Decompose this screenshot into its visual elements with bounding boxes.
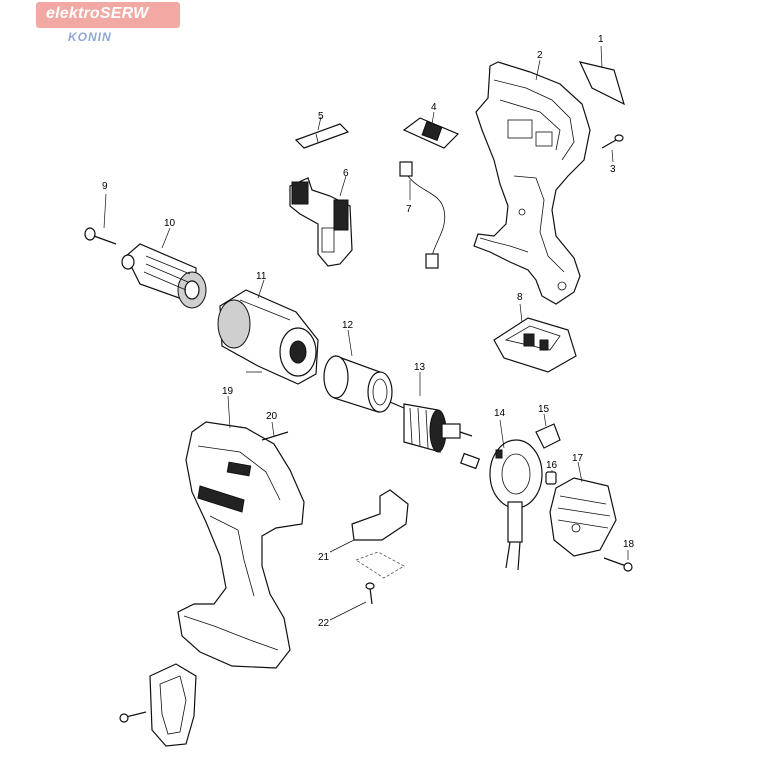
part-label: 11 <box>256 271 267 282</box>
part-label: 2 <box>537 50 543 61</box>
part-label: 22 <box>318 618 330 629</box>
belt-clip <box>119 663 197 747</box>
part-10-drill-chuck <box>121 227 207 309</box>
part-label: 5 <box>318 111 324 122</box>
part-label: 12 <box>342 320 354 331</box>
part-number-labels: 1 2 3 4 5 6 7 8 9 10 11 12 13 14 15 16 1… <box>102 34 635 629</box>
part-label: 10 <box>164 218 176 229</box>
part-16-carbon-brush <box>545 470 557 485</box>
watermark-logo: elektroSERW <box>36 2 180 28</box>
part-label: 21 <box>318 552 330 563</box>
part-18-screw <box>603 550 633 572</box>
part-9-screw <box>84 193 117 245</box>
part-19-housing-left <box>177 395 305 669</box>
part-3-screw <box>601 134 624 163</box>
part-label: 14 <box>494 408 506 419</box>
part-6-switch <box>289 175 353 267</box>
part-label: 7 <box>406 204 412 215</box>
part-label: 18 <box>623 539 635 550</box>
part-clip <box>460 452 480 470</box>
part-12-stator <box>323 329 393 413</box>
part-21-hook <box>329 489 409 579</box>
part-20-pin <box>261 421 289 441</box>
part-2-housing-right <box>473 59 591 305</box>
part-label: 13 <box>414 362 426 373</box>
part-label: 1 <box>598 34 604 45</box>
part-11-gear-assembly <box>217 279 319 385</box>
part-4-switch-cover <box>402 111 460 149</box>
part-label: 17 <box>572 453 584 464</box>
watermark-brand: elektroSERW <box>46 5 149 22</box>
watermark-city: KONIN <box>68 30 112 44</box>
part-14-brush-holder <box>489 419 543 571</box>
part-label: 4 <box>431 102 437 113</box>
part-17-rear-cover <box>549 461 617 557</box>
part-1-label-plate <box>578 45 625 106</box>
part-15-spring <box>535 413 561 449</box>
part-label: 16 <box>546 460 558 471</box>
part-22-screw <box>329 582 375 621</box>
part-label: 20 <box>266 411 278 422</box>
part-13-armature <box>389 372 473 453</box>
part-label: 3 <box>610 164 616 175</box>
part-label: 6 <box>343 168 349 179</box>
part-5-switch-lever <box>294 116 350 149</box>
part-label: 15 <box>538 404 550 415</box>
part-8-battery-terminal <box>493 303 577 373</box>
part-label: 8 <box>517 292 523 303</box>
part-label: 19 <box>222 386 234 397</box>
part-label: 9 <box>102 181 108 192</box>
part-7-wire-harness <box>399 161 446 269</box>
